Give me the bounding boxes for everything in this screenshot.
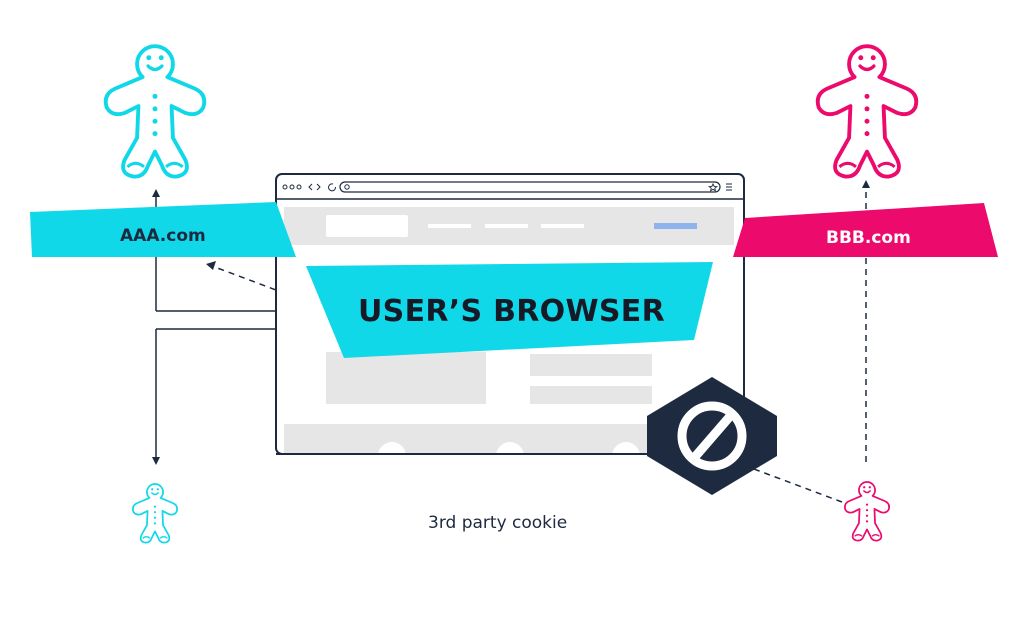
arrow-up-head-right [862,180,870,188]
search-icon [344,184,350,190]
block-icon [647,377,777,495]
arrow-diagonal-head [206,261,216,270]
nav-link-placeholder [428,224,471,228]
arrow-up-head-left [152,189,160,197]
aaa-banner [30,202,296,257]
refresh-icon [328,183,336,192]
window-dot-icon [282,184,288,190]
address-bar [339,181,721,193]
nav-button-placeholder [654,223,697,229]
nav-link-placeholder [485,224,528,228]
window-dot-icon [296,184,302,190]
back-arrow-icon [308,183,313,191]
content-block [530,386,652,404]
bbb-domain-label: BBB.com [826,228,911,248]
content-block [326,352,486,404]
gingerbread-cookie-icon [815,44,919,179]
window-dot-icon [289,184,295,190]
arrow-down-head-left [152,457,160,465]
page-logo-block [326,215,408,237]
browser-window [275,173,745,493]
gingerbread-cookie-icon [132,483,178,544]
users-browser-banner [306,262,713,358]
bbb-banner [733,203,998,257]
third-party-cookie-caption: 3rd party cookie [428,513,568,533]
aaa-domain-label: AAA.com [120,226,206,246]
menu-icon [726,183,732,191]
nav-link-placeholder [541,224,584,228]
star-icon [708,182,718,192]
gingerbread-cookie-icon [844,481,890,542]
forward-arrow-icon [316,183,321,191]
users-browser-title: USER’S BROWSER [358,294,665,329]
gingerbread-cookie-icon [103,44,207,179]
content-block [530,354,652,376]
